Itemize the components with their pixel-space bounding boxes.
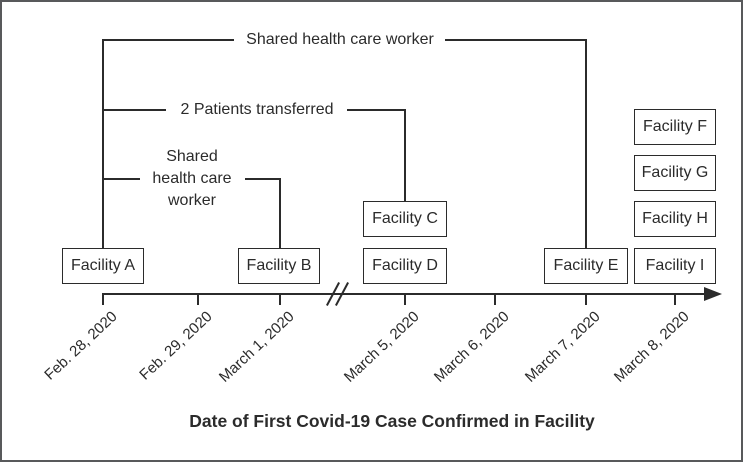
facility-box-b: Facility B [238,248,320,284]
timeline-tick [494,294,496,305]
timeline-tick [279,294,281,305]
connector-label-shared-hcw-top: Shared health care worker [246,31,434,48]
connector-label-line-2: health care [152,170,232,187]
facility-label: Facility D [372,257,438,274]
facility-label: Facility C [372,210,438,227]
timeline-tick [674,294,676,305]
facility-box-g: Facility G [634,155,716,191]
connector-label-patients-transferred: 2 Patients transferred [180,101,334,118]
axis-arrowhead-icon [704,287,722,301]
facility-box-e: Facility E [544,248,628,284]
axis-title: Date of First Covid-19 Case Confirmed in… [189,411,595,431]
timeline-tick [102,294,104,305]
facility-label: Facility I [645,257,705,274]
facility-box-h: Facility H [634,201,716,237]
connector-label-shared-hcw-low: Shared health care worker [132,146,252,212]
facility-label: Facility F [643,118,707,135]
facility-box-f: Facility F [634,109,716,145]
timeline-tick [197,294,199,305]
connector-vertical-facility-b [279,178,281,248]
connector-mid-right-segment [347,109,406,111]
connector-low-left-segment [102,178,140,180]
facility-box-a: Facility A [62,248,144,284]
facility-label: Facility B [246,257,312,274]
timeline-tick [585,294,587,305]
connector-vertical-facility-c [404,109,406,201]
connector-top-right-segment [445,39,587,41]
facility-box-i: Facility I [634,248,716,284]
connector-top-left-segment [102,39,234,41]
facility-label: Facility G [641,164,709,181]
facility-label: Facility A [70,257,135,274]
facility-label: Facility E [553,257,619,274]
timeline-tick [404,294,406,305]
facility-box-d: Facility D [363,248,447,284]
facility-label: Facility H [642,210,708,227]
connector-mid-left-segment [102,109,166,111]
connector-vertical-facility-a [102,39,104,248]
connector-vertical-facility-e [585,39,587,248]
connector-label-line-1: Shared [166,148,218,165]
connector-low-right-segment [245,178,281,180]
facility-box-c: Facility C [363,201,447,237]
connector-label-line-3: worker [167,192,216,209]
